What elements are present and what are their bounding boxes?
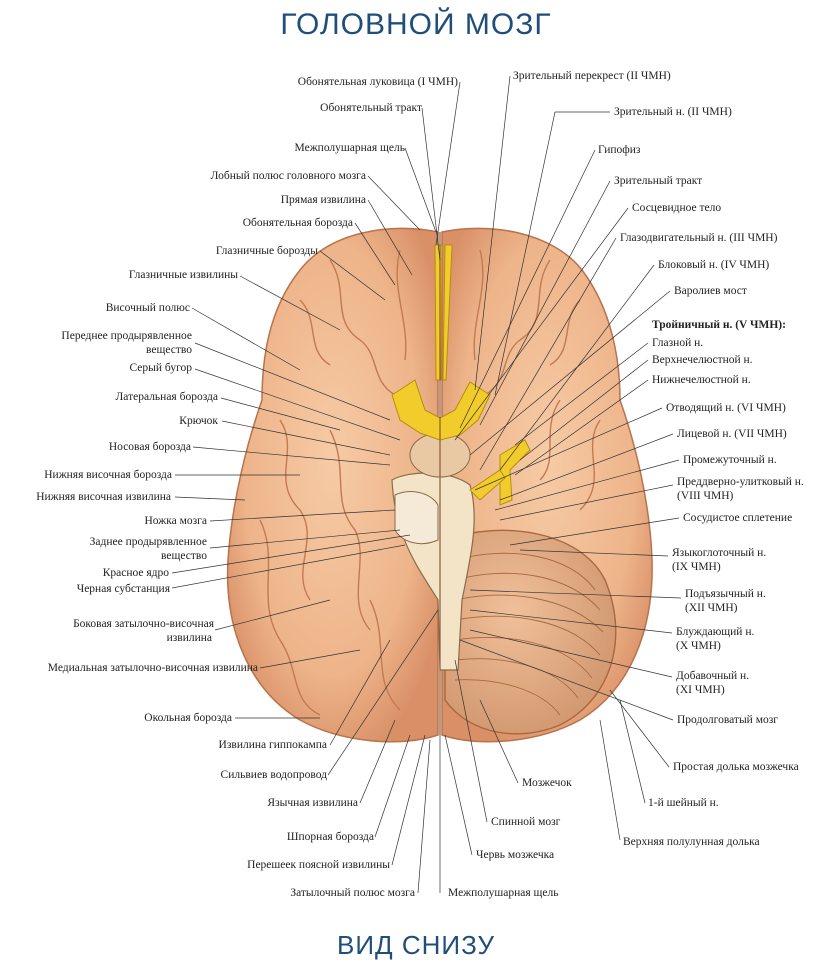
label-collateral-sulcus: Окольная борозда (144, 712, 232, 724)
label-trochlear-nerve: Блоковый н. (IV ЧМН) (658, 259, 770, 271)
label-lateral-occipitotemporal-2: извилина (166, 632, 212, 644)
label-interhemispheric-fissure-top: Межполушарная щель (294, 142, 405, 154)
label-vestibulocochlear-1: Преддверно-улитковый н. (677, 476, 804, 488)
label-cerebral-aqueduct: Сильвиев водопровод (220, 769, 327, 781)
label-choroid-plexus: Сосудистое сплетение (683, 512, 793, 524)
label-substantia-nigra: Черная субстанция (76, 583, 170, 595)
label-accessory-1: Добавочный н. (676, 670, 750, 682)
label-cerebral-peduncle: Ножка мозга (144, 515, 208, 527)
label-orbital-sulci: Глазничные борозды (215, 245, 318, 257)
label-anterior-perforated-2: вещество (146, 344, 192, 356)
label-tuber-cinereum: Серый бугор (129, 362, 192, 374)
leader-lines (171, 75, 682, 894)
label-interhemispheric-fissure-bottom: Межполушарная щель (448, 887, 559, 899)
label-red-nucleus: Красное ядро (102, 567, 169, 579)
label-olfactory-sulcus: Обонятельная борозда (242, 217, 353, 229)
label-mammillary-body: Сосцевидное тело (632, 202, 722, 214)
label-optic-tract: Зрительный тракт (614, 175, 703, 187)
label-inferior-temporal-gyrus: Нижняя височная извилина (36, 491, 171, 503)
label-rhinal-sulcus: Носовая борозда (108, 441, 191, 453)
label-inferior-temporal-sulcus: Нижняя височная борозда (44, 469, 172, 481)
label-calcarine-sulcus: Шпорная борозда (286, 831, 374, 843)
cerebellum-shape (444, 529, 617, 735)
label-parahippocampal-gyrus: Извилина гиппокампа (218, 739, 327, 751)
label-glossopharyngeal-1: Языкоглоточный н. (672, 547, 767, 559)
label-vagus-1: Блуждающий н. (676, 626, 755, 638)
label-first-cervical-nerve: 1-й шейный н. (648, 797, 719, 809)
label-maxillary-nerve: Верхнечелюстной н. (652, 354, 753, 366)
label-posterior-perforated-1: Заднее продырявленное (89, 536, 207, 548)
label-lateral-occipitotemporal-1: Боковая затылочно-височная (73, 618, 214, 630)
label-pituitary: Гипофиз (598, 144, 641, 156)
label-orbital-gyri: Глазничные извилины (128, 269, 238, 281)
cerebral-peduncle-shape (394, 491, 439, 545)
label-ophthalmic-nerve: Глазной н. (652, 337, 704, 349)
label-lingual-gyrus: Язычная извилина (267, 797, 358, 809)
page-title: ГОЛОВНОЙ МОЗГ (280, 8, 552, 41)
label-superior-semilunar-lobule: Верхняя полулунная долька (623, 836, 760, 848)
label-gyrus-rectus: Прямая извилина (280, 194, 366, 206)
label-accessory-2: (XI ЧМН) (676, 684, 725, 696)
gyri-pattern (259, 249, 601, 716)
label-temporal-pole: Височный полюс (105, 302, 190, 314)
view-subtitle: ВИД СНИЗУ (336, 930, 496, 960)
label-hypoglossal-2: (XII ЧМН) (685, 602, 738, 614)
label-optic-chiasm: Зрительный перекрест (II ЧМН) (513, 70, 671, 82)
label-frontal-pole: Лобный полюс головного мозга (210, 170, 366, 182)
label-uncus: Крючок (179, 415, 218, 427)
label-posterior-perforated-2: вещество (161, 550, 207, 562)
cerebellum-folia (454, 552, 604, 716)
label-lateral-sulcus: Латеральная борозда (115, 391, 219, 403)
label-medial-occipitotemporal: Медиальная затылочно-височная извилина (47, 662, 258, 674)
label-cerebellum: Мозжечок (522, 777, 572, 789)
label-cingulate-isthmus: Перешеек поясной извилины (247, 859, 390, 871)
label-olfactory-tract: Обонятельный тракт (320, 102, 422, 114)
label-trigeminal-nerve: Тройничный н. (V ЧМН): (652, 319, 786, 331)
label-optic-nerve: Зрительный н. (II ЧМН) (614, 106, 732, 118)
label-vestibulocochlear-2: (VIII ЧМН) (677, 490, 734, 502)
label-pons: Варолиев мост (674, 285, 747, 297)
label-abducens-nerve: Отводящий н. (VI ЧМН) (666, 402, 786, 414)
label-vermis: Червь мозжечка (476, 849, 555, 861)
label-occipital-pole: Затылочный полюс мозга (290, 887, 415, 899)
label-simple-lobule: Простая долька мозжечка (673, 761, 799, 773)
label-anterior-perforated-1: Переднее продырявленное (61, 330, 192, 342)
left-hemisphere (226, 227, 439, 743)
label-medulla: Продолговатый мозг (677, 714, 778, 726)
label-oculomotor-nerve: Глазодвигательный н. (III ЧМН) (620, 232, 778, 244)
label-mandibular-nerve: Нижнечелюстной н. (652, 374, 751, 386)
label-spinal-cord: Спинной мозг (491, 816, 561, 828)
label-hypoglossal-1: Подъязычный н. (685, 588, 766, 600)
label-intermediate-nerve: Промежуточный н. (683, 454, 777, 466)
label-glossopharyngeal-2: (IX ЧМН) (672, 561, 721, 573)
label-vagus-2: (X ЧМН) (676, 640, 721, 652)
label-olfactory-bulb: Обонятельная луковица (I ЧМН) (297, 76, 458, 88)
label-facial-nerve: Лицевой н. (VII ЧМН) (677, 428, 787, 440)
